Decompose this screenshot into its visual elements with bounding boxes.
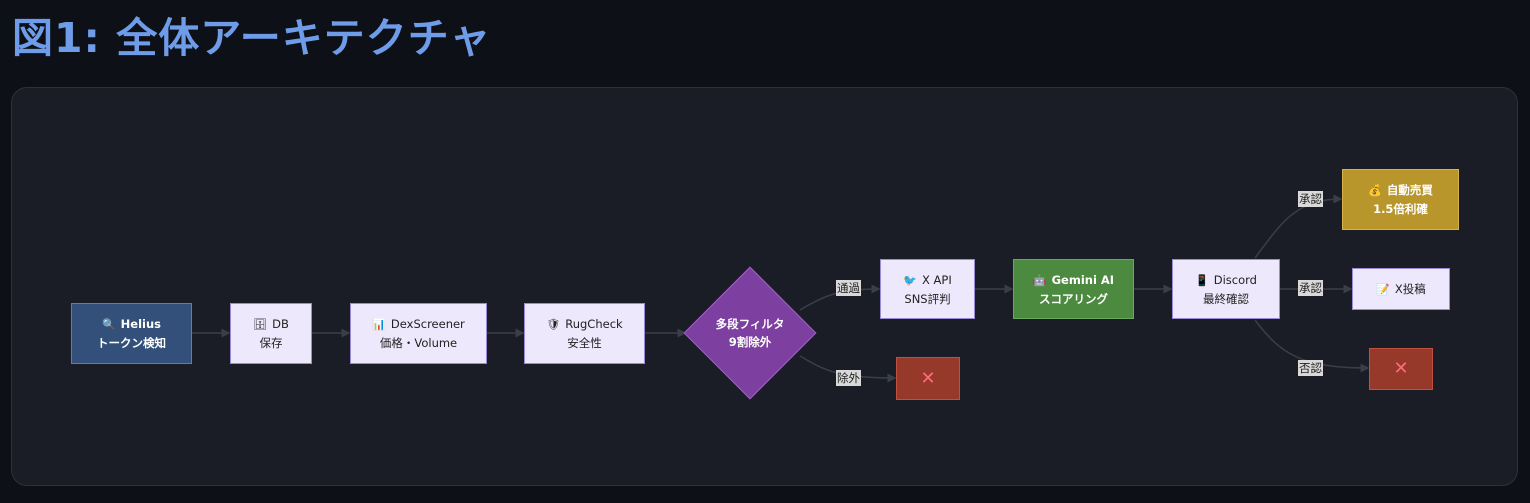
edge-discord-reject — [1254, 319, 1370, 373]
edge-label-exclude: 除外 — [836, 370, 861, 386]
node-db: 🗄DB 保存 — [230, 303, 312, 364]
edge-label-approve-trade: 承認 — [1298, 191, 1323, 207]
edge-label-approve-post: 承認 — [1298, 280, 1323, 296]
edge-discord-auto — [1254, 194, 1343, 259]
close-icon: ✕ — [1393, 358, 1409, 379]
bird-icon: 🐦 — [903, 273, 917, 287]
shield-icon: 🛡 — [546, 318, 561, 331]
robot-icon: 🤖 — [1032, 273, 1047, 287]
node-auto-trade: 💰自動売買 1.5倍利確 — [1342, 169, 1459, 230]
memo-icon: 📝 — [1376, 282, 1390, 296]
close-icon: ✕ — [920, 367, 936, 389]
node-multi-filter: 多段フィルタ 9割除外 — [683, 266, 817, 400]
node-rugcheck: 🛡RugCheck 安全性 — [524, 303, 645, 364]
node-x-api: 🐦X API SNS評判 — [880, 259, 975, 319]
node-dexscreener: 📊DexScreener 価格・Volume — [350, 303, 487, 364]
node-reject-filter: ✕ — [896, 357, 960, 400]
chart-icon: 📊 — [372, 318, 386, 331]
money-bag-icon: 💰 — [1368, 184, 1382, 197]
node-gemini-ai: 🤖Gemini AI スコアリング — [1013, 259, 1134, 319]
edge-label-pass: 通過 — [836, 280, 861, 296]
node-discord: 📱Discord 最終確認 — [1172, 259, 1280, 319]
node-x-post: 📝X投稿 — [1352, 268, 1450, 310]
phone-icon: 📱 — [1195, 273, 1209, 287]
search-icon: 🔍 — [101, 318, 116, 331]
node-helius: 🔍Helius トークン検知 — [71, 303, 192, 364]
database-icon: 🗄 — [253, 318, 268, 331]
page-title: 図1: 全体アーキテクチャ — [12, 14, 492, 62]
edge-filter-xapi — [799, 284, 881, 311]
node-reject-discord: ✕ — [1369, 348, 1433, 390]
edge-label-deny: 否認 — [1298, 360, 1323, 376]
